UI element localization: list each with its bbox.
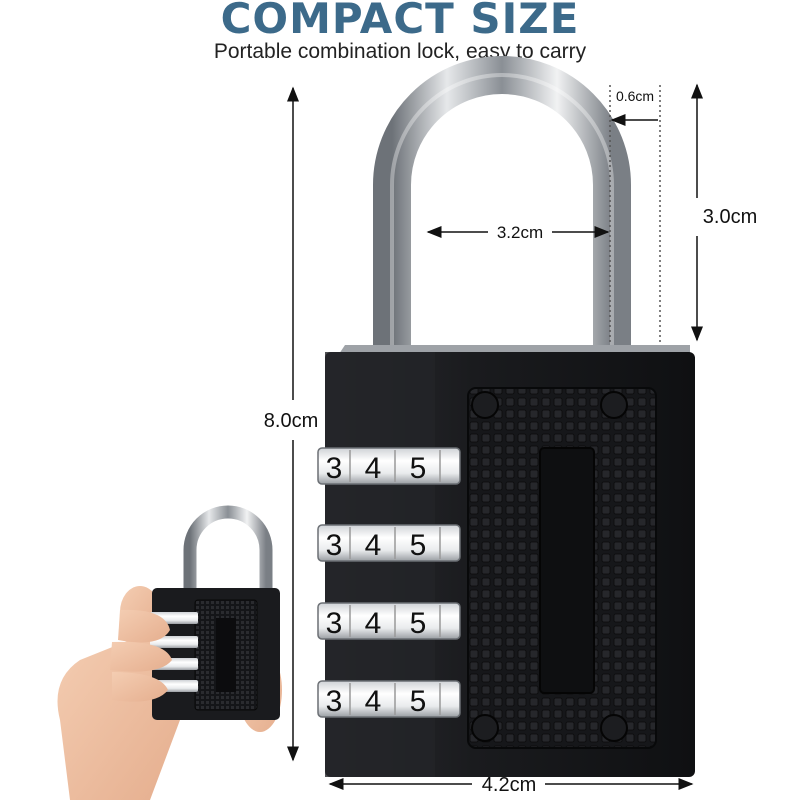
hand-holding-lock: [57, 505, 282, 800]
hand: [57, 630, 180, 800]
dial-digit: 5: [410, 607, 427, 640]
dimension-label-total-height: 8.0cm: [264, 410, 318, 432]
dial-digit: 4: [365, 529, 382, 562]
shackle: [373, 56, 631, 350]
dimension-label-inner-width: 3.2cm: [497, 223, 543, 242]
dial-digit: 4: [365, 452, 382, 485]
dial-row-2[interactable]: 3 4 5: [317, 524, 461, 562]
dial-digit: 3: [326, 685, 343, 718]
dial-row-1[interactable]: 3 4 5: [317, 447, 461, 485]
dial-digit: 5: [410, 452, 427, 485]
dial-row-4[interactable]: 3 4 5: [317, 680, 461, 718]
dial-digit: 4: [365, 685, 382, 718]
dial-rows: 3 4 5 3 4 5 3 4 5: [317, 447, 461, 718]
page-title: COMPACT SIZE: [220, 0, 580, 43]
dial-digit: 5: [410, 529, 427, 562]
dial-digit: 3: [326, 452, 343, 485]
dial-digit: 4: [365, 607, 382, 640]
dial-row-3[interactable]: 3 4 5: [317, 602, 461, 640]
dial-digit: 3: [326, 607, 343, 640]
dimension-label-body-width: 4.2cm: [482, 774, 536, 796]
small-shackle: [183, 505, 273, 595]
dimension-label-thickness: 0.6cm: [616, 88, 654, 104]
dimension-annotations: [287, 83, 703, 790]
dial-digit: 3: [326, 529, 343, 562]
dial-digit: 5: [410, 685, 427, 718]
dimension-labels: 0.6cm 3.2cm 3.0cm 8.0cm 4.2cm: [264, 88, 757, 796]
dimension-label-shackle-height: 3.0cm: [703, 206, 757, 228]
